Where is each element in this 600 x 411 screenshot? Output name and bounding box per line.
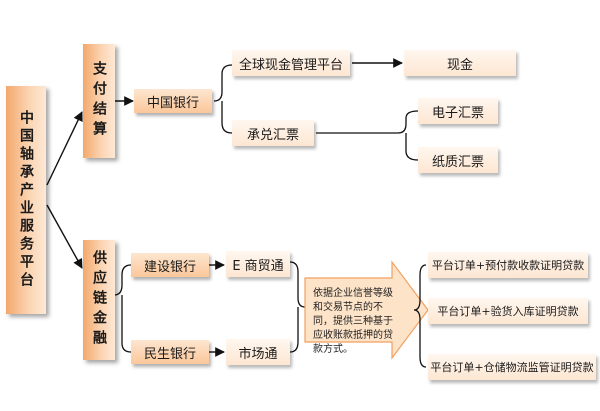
node-paper-bill: 纸质汇票: [418, 147, 498, 173]
branch-payment: 支付结算: [83, 44, 115, 158]
node-market: 市场通: [226, 339, 290, 365]
products-brace: [289, 261, 306, 353]
loan-option-prepay: 平台订单+预付款收款证明贷款: [428, 252, 588, 278]
bank-boc: 中国银行: [134, 89, 212, 113]
loan-option-inspection: 平台订单+验货入库证明贷款: [428, 298, 588, 324]
bill-brace: [397, 110, 419, 161]
node-global-cash: 全球现金管理平台: [232, 50, 350, 76]
root-node: 中国轴承产业服务平台: [6, 86, 46, 314]
bank-cmbc: 民生银行: [131, 340, 209, 364]
node-e-trade: E 商贸通: [226, 251, 290, 277]
bank-ccb: 建设银行: [131, 253, 209, 277]
loans-brace: [413, 264, 427, 368]
root-to-payment-arrow: [46, 111, 83, 186]
scf-description: 依据企业信誉等级和交易节点的不同，提供三种基于应收账款抵押的贷款方式。: [313, 288, 393, 355]
boc-brace: [213, 64, 233, 134]
node-acceptance: 承兑汇票: [232, 120, 314, 146]
big-block-arrow: [304, 260, 429, 360]
loan-option-logistics: 平台订单+仓储物流监管证明贷款: [428, 354, 596, 380]
node-e-bill: 电子汇票: [418, 98, 498, 124]
node-cash: 现金: [404, 50, 516, 76]
root-to-scf-arrow: [46, 204, 83, 269]
branch-scf: 供应链金融: [83, 240, 115, 360]
scf-brace: [113, 264, 132, 353]
